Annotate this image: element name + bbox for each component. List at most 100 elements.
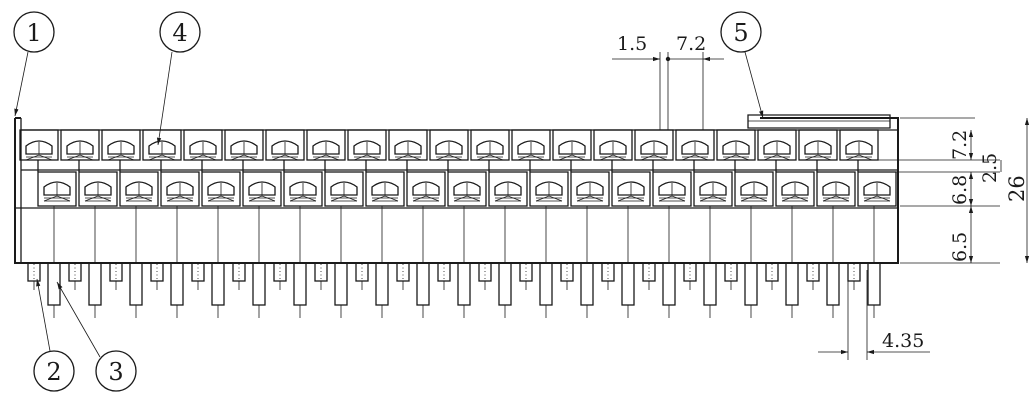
- short-pin: [847, 262, 861, 290]
- lower-terminal: [283, 160, 323, 207]
- callout-5: 5: [720, 11, 764, 119]
- upper-terminal: [19, 129, 59, 161]
- upper-terminal: [839, 129, 879, 161]
- upper-terminal: [347, 129, 387, 161]
- short-pin: [27, 262, 41, 290]
- long-pin: [580, 262, 594, 318]
- housing: [14, 117, 899, 264]
- upper-terminal: [757, 129, 797, 161]
- short-pin: [150, 262, 164, 290]
- short-pin: [68, 262, 82, 290]
- short-pin: [806, 262, 820, 290]
- short-pin: [396, 262, 410, 290]
- upper-terminal: [429, 129, 469, 161]
- long-pin: [744, 262, 758, 318]
- upper-terminal: [101, 129, 141, 161]
- upper-terminal: [634, 129, 674, 161]
- short-pin: [683, 262, 697, 290]
- upper-terminal: [224, 129, 264, 161]
- extension-lines: [659, 52, 1000, 360]
- dim-1-5: 1.5: [617, 33, 647, 55]
- short-pin: [232, 262, 246, 290]
- upper-terminal: [552, 129, 592, 161]
- svg-text:1: 1: [26, 19, 41, 47]
- lower-terminal: [816, 160, 856, 207]
- short-pin: [642, 262, 656, 290]
- lower-terminal: [570, 160, 610, 207]
- lower-terminal: [447, 160, 487, 207]
- short-pin: [191, 262, 205, 290]
- lower-terminal: [78, 160, 118, 207]
- svg-text:5: 5: [733, 19, 748, 47]
- lower-terminal-row: [37, 160, 897, 207]
- long-pin: [47, 262, 61, 318]
- long-pin: [334, 262, 348, 318]
- short-pin: [765, 262, 779, 290]
- svg-text:2: 2: [46, 358, 61, 386]
- lower-terminal: [693, 160, 733, 207]
- long-pin: [252, 262, 266, 318]
- long-pin: [539, 262, 553, 318]
- long-pin: [457, 262, 471, 318]
- callout-1: 1: [13, 11, 55, 117]
- short-pin: [519, 262, 533, 290]
- lower-terminal: [652, 160, 692, 207]
- dim-7-2-side: 7.2: [949, 130, 971, 160]
- short-pin: [109, 262, 123, 290]
- long-pin: [662, 262, 676, 318]
- lower-terminal: [488, 160, 528, 207]
- lower-terminal: [242, 160, 282, 207]
- short-pin: [273, 262, 287, 290]
- callout-3: 3: [56, 281, 137, 392]
- short-pin: [724, 262, 738, 290]
- long-pin: [785, 262, 799, 318]
- svg-text:4: 4: [172, 19, 187, 47]
- dim-7-2-top: 7.2: [676, 33, 706, 55]
- upper-terminal: [593, 129, 633, 161]
- lower-terminal: [37, 160, 77, 207]
- solder-pins: [27, 206, 881, 318]
- upper-terminal: [306, 129, 346, 161]
- callout-2: 2: [33, 278, 75, 392]
- short-pin: [314, 262, 328, 290]
- upper-terminal: [798, 129, 838, 161]
- upper-terminal: [142, 129, 182, 161]
- long-pin: [826, 262, 840, 318]
- lower-terminal: [119, 160, 159, 207]
- long-pin: [211, 262, 225, 318]
- lower-terminal: [201, 160, 241, 207]
- long-pin: [867, 262, 881, 318]
- upper-terminal: [60, 129, 100, 161]
- upper-terminal: [265, 129, 305, 161]
- lower-terminal: [324, 160, 364, 207]
- short-pin: [355, 262, 369, 290]
- upper-terminal: [183, 129, 223, 161]
- dim-6-8: 6.8: [949, 175, 971, 205]
- lower-terminal: [611, 160, 651, 207]
- long-pin: [375, 262, 389, 318]
- upper-terminal: [675, 129, 715, 161]
- upper-terminal: [716, 129, 756, 161]
- dim-4-35: 4.35: [882, 330, 924, 352]
- svg-text:3: 3: [108, 358, 123, 386]
- lower-terminal: [734, 160, 774, 207]
- dim-26: 26: [1005, 175, 1029, 202]
- callout-4: 4: [156, 11, 201, 146]
- cover-plate: [747, 114, 891, 129]
- lower-terminal: [160, 160, 200, 207]
- dim-6-5: 6.5: [949, 232, 971, 262]
- dimension-lines: [612, 56, 1030, 355]
- lower-terminal: [365, 160, 405, 207]
- long-pin: [129, 262, 143, 318]
- upper-terminal-row: [19, 129, 879, 161]
- long-pin: [416, 262, 430, 318]
- upper-terminal: [388, 129, 428, 161]
- dim-2-5: 2.5: [979, 153, 1001, 183]
- long-pin: [170, 262, 184, 318]
- short-pin: [437, 262, 451, 290]
- lower-terminal: [857, 160, 897, 207]
- dimension-labels: 1.5 7.2 7.2 2.5 6.8 6.5 26 4.35: [617, 33, 1029, 352]
- long-pin: [703, 262, 717, 318]
